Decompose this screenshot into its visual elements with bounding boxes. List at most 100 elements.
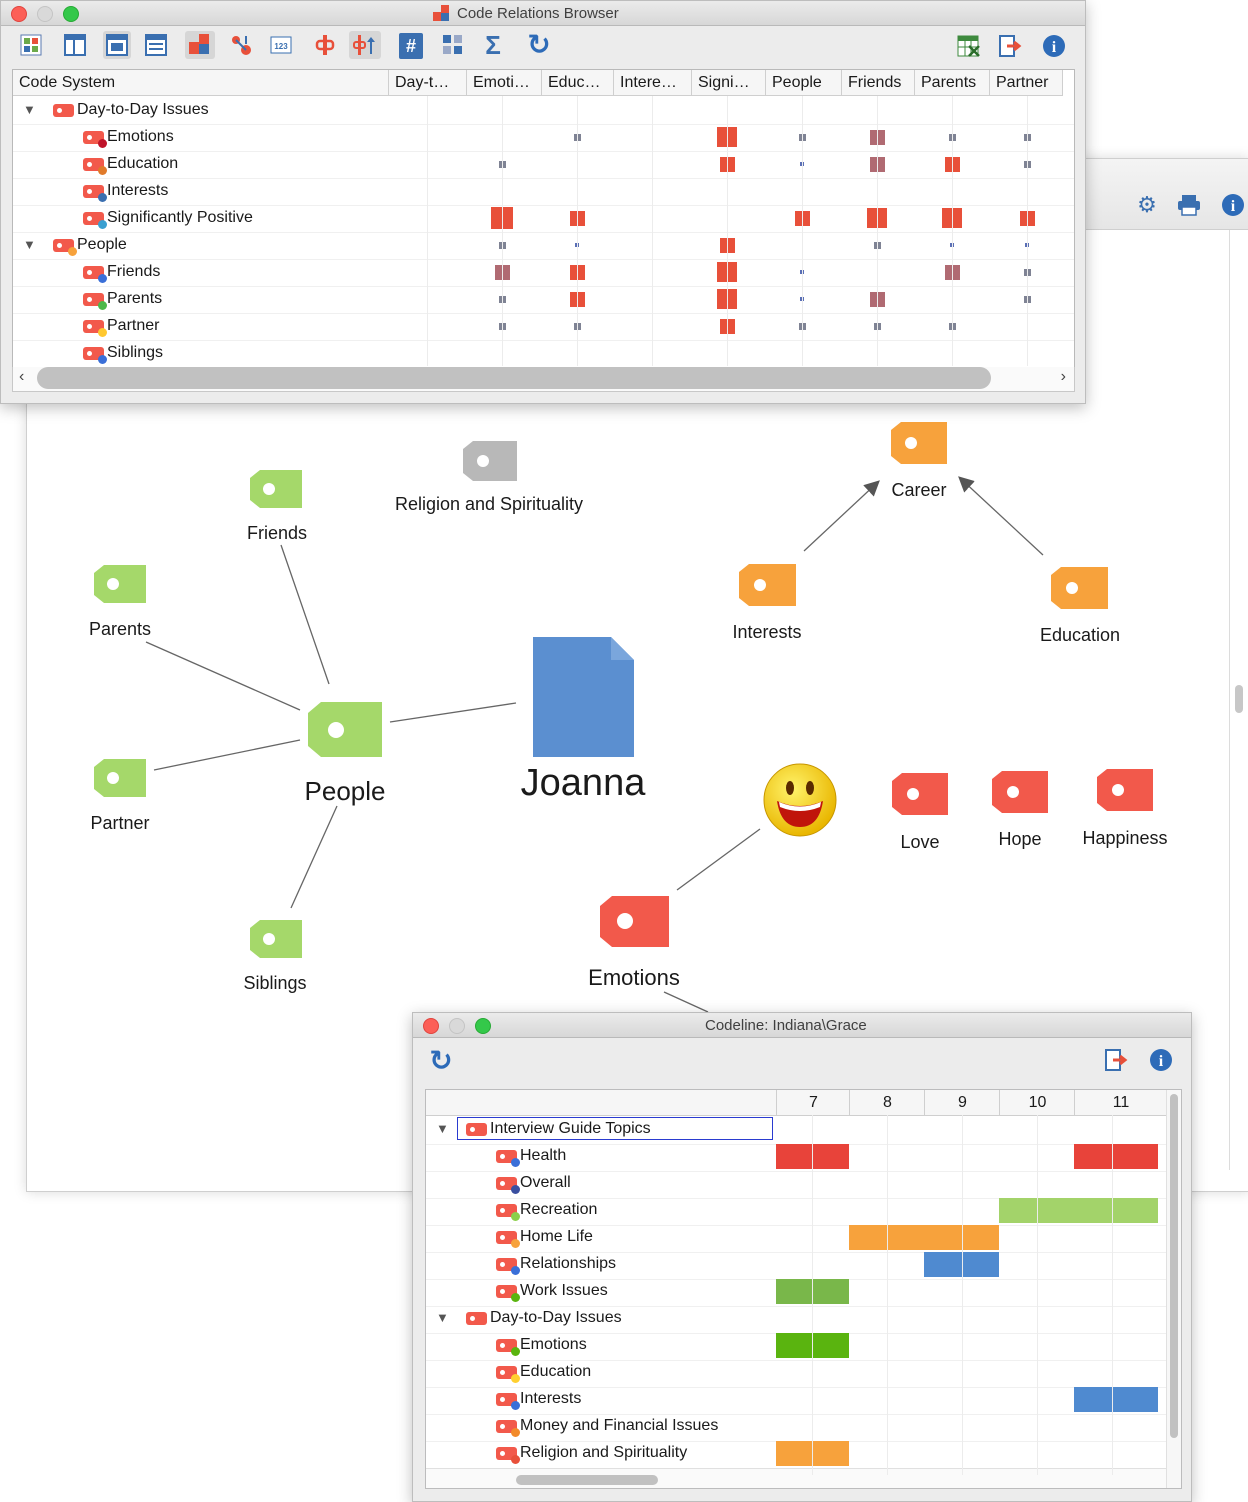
- scroll-left-arrow[interactable]: ‹: [19, 368, 25, 385]
- node-icon[interactable]: [229, 33, 253, 57]
- matrix-row[interactable]: Education: [13, 151, 1074, 179]
- matrix-row[interactable]: Siblings: [13, 340, 1074, 368]
- codeline-hscroll-thumb[interactable]: [516, 1475, 658, 1485]
- crb-titlebar[interactable]: Code Relations Browser: [1, 1, 1085, 26]
- code-label: Home Life: [520, 1228, 593, 1245]
- crb-scroll-thumb[interactable]: [37, 367, 991, 389]
- tag-friends[interactable]: [250, 470, 302, 513]
- column-header[interactable]: Educ…: [542, 70, 614, 96]
- smiley-face-icon[interactable]: [763, 763, 837, 842]
- settings-icon[interactable]: ⚙: [1137, 192, 1157, 217]
- info-icon[interactable]: i: [1219, 191, 1247, 219]
- codeline-row[interactable]: ▼Interview Guide Topics: [426, 1117, 1166, 1145]
- codeline-row[interactable]: ▼Day-to-Day Issues: [426, 1306, 1166, 1334]
- grid-icon[interactable]: [19, 33, 43, 57]
- refresh-icon[interactable]: ↻: [527, 28, 551, 60]
- matrix-row[interactable]: Interests: [13, 178, 1074, 206]
- column-header[interactable]: Signi…: [692, 70, 766, 96]
- close-button[interactable]: [11, 6, 27, 22]
- codeline-row[interactable]: Interests: [426, 1387, 1166, 1415]
- coding-segment-bar[interactable]: [999, 1198, 1158, 1223]
- codeline-row[interactable]: Money and Financial Issues: [426, 1414, 1166, 1442]
- minimize-button[interactable]: [449, 1018, 465, 1034]
- code-relations-browser-window: Code Relations Browser 123 # Σ ↻ i Code …: [0, 0, 1086, 404]
- column-header[interactable]: People: [766, 70, 842, 96]
- matrix-row[interactable]: Emotions: [13, 124, 1074, 152]
- tag-interests[interactable]: [739, 564, 796, 611]
- column-header[interactable]: Friends: [842, 70, 915, 96]
- info-icon[interactable]: i: [1148, 1047, 1174, 1073]
- column-header[interactable]: Intere…: [614, 70, 692, 96]
- filter-icon[interactable]: [313, 33, 337, 57]
- zoom-button[interactable]: [475, 1018, 491, 1034]
- close-button[interactable]: [423, 1018, 439, 1034]
- coding-segment-bar[interactable]: [1074, 1144, 1158, 1169]
- codeline-horizontal-scrollbar[interactable]: [426, 1468, 1166, 1488]
- crb-horizontal-scrollbar[interactable]: ‹ ›: [12, 367, 1075, 392]
- number-123-icon[interactable]: 123: [269, 33, 293, 57]
- tag-siblings[interactable]: [250, 920, 302, 963]
- code-relations-matrix[interactable]: Code System Day-t…Emoti…Educ…Intere…Sign…: [12, 69, 1075, 369]
- sigma-icon[interactable]: Σ: [485, 29, 501, 60]
- column-header[interactable]: Emoti…: [467, 70, 542, 96]
- matrix-row[interactable]: Friends: [13, 259, 1074, 287]
- code-relations-icon[interactable]: [185, 31, 215, 59]
- tag-education[interactable]: [1051, 567, 1108, 614]
- codeline-row[interactable]: Relationships: [426, 1252, 1166, 1280]
- tag-career[interactable]: [891, 422, 947, 469]
- column-header[interactable]: Partner: [990, 70, 1063, 96]
- squares-icon[interactable]: [441, 33, 465, 57]
- expander-triangle-icon[interactable]: ▼: [23, 237, 36, 252]
- tag-happiness[interactable]: [1097, 769, 1153, 816]
- codeline-row[interactable]: Work Issues: [426, 1279, 1166, 1307]
- codeline-vscroll-thumb[interactable]: [1170, 1094, 1178, 1438]
- codeline-row[interactable]: Religion and Spirituality: [426, 1441, 1166, 1469]
- codeline-vertical-scrollbar[interactable]: [1166, 1090, 1181, 1488]
- minimize-button[interactable]: [37, 6, 53, 22]
- tag-emotions[interactable]: [600, 896, 669, 952]
- tag-partner[interactable]: [94, 759, 146, 802]
- coding-segment-bar[interactable]: [924, 1252, 999, 1277]
- expander-triangle-icon[interactable]: ▼: [23, 102, 36, 117]
- map-vertical-scrollbar[interactable]: [1235, 685, 1243, 713]
- info-icon[interactable]: i: [1041, 33, 1067, 59]
- codeline-row[interactable]: Recreation: [426, 1198, 1166, 1226]
- expander-triangle-icon[interactable]: ▼: [436, 1310, 449, 1325]
- codeline-row[interactable]: Emotions: [426, 1333, 1166, 1361]
- codeline-row[interactable]: Education: [426, 1360, 1166, 1388]
- column-header[interactable]: Parents: [915, 70, 990, 96]
- matrix-row[interactable]: ▼People: [13, 232, 1074, 260]
- codeline-row[interactable]: Home Life: [426, 1225, 1166, 1253]
- layout-3-icon[interactable]: [144, 33, 168, 57]
- coding-segment-bar[interactable]: [1074, 1387, 1158, 1412]
- matrix-row[interactable]: ▼Day-to-Day Issues: [13, 97, 1074, 125]
- code-system-header[interactable]: Code System: [13, 70, 389, 96]
- tag-religion[interactable]: [463, 441, 517, 486]
- zoom-button[interactable]: [63, 6, 79, 22]
- codeline-titlebar[interactable]: Codeline: Indiana\Grace: [413, 1013, 1191, 1038]
- codeline-row[interactable]: Overall: [426, 1171, 1166, 1199]
- codeline-row[interactable]: Health: [426, 1144, 1166, 1172]
- sort-icon[interactable]: [349, 31, 381, 59]
- export-icon[interactable]: [1103, 1047, 1129, 1073]
- expander-triangle-icon[interactable]: ▼: [436, 1121, 449, 1136]
- tag-parents[interactable]: [94, 565, 146, 608]
- tag-love[interactable]: [892, 773, 948, 820]
- layout-icon[interactable]: [63, 33, 87, 57]
- print-icon[interactable]: [1175, 191, 1203, 219]
- scroll-right-arrow[interactable]: ›: [1060, 368, 1066, 385]
- excel-export-icon[interactable]: [956, 33, 982, 59]
- matrix-row[interactable]: Parents: [13, 286, 1074, 314]
- export-icon[interactable]: [997, 33, 1023, 59]
- matrix-row[interactable]: Significantly Positive: [13, 205, 1074, 233]
- document-joanna-icon[interactable]: [533, 637, 634, 762]
- layout-2-icon[interactable]: [103, 31, 131, 59]
- tag-hope[interactable]: [992, 771, 1048, 818]
- matrix-row[interactable]: Partner: [13, 313, 1074, 341]
- coding-segment-bar[interactable]: [849, 1225, 999, 1250]
- hash-icon[interactable]: #: [399, 33, 423, 59]
- column-header[interactable]: Day-t…: [389, 70, 467, 96]
- refresh-icon[interactable]: ↻: [429, 1044, 453, 1076]
- tag-people[interactable]: [308, 702, 382, 762]
